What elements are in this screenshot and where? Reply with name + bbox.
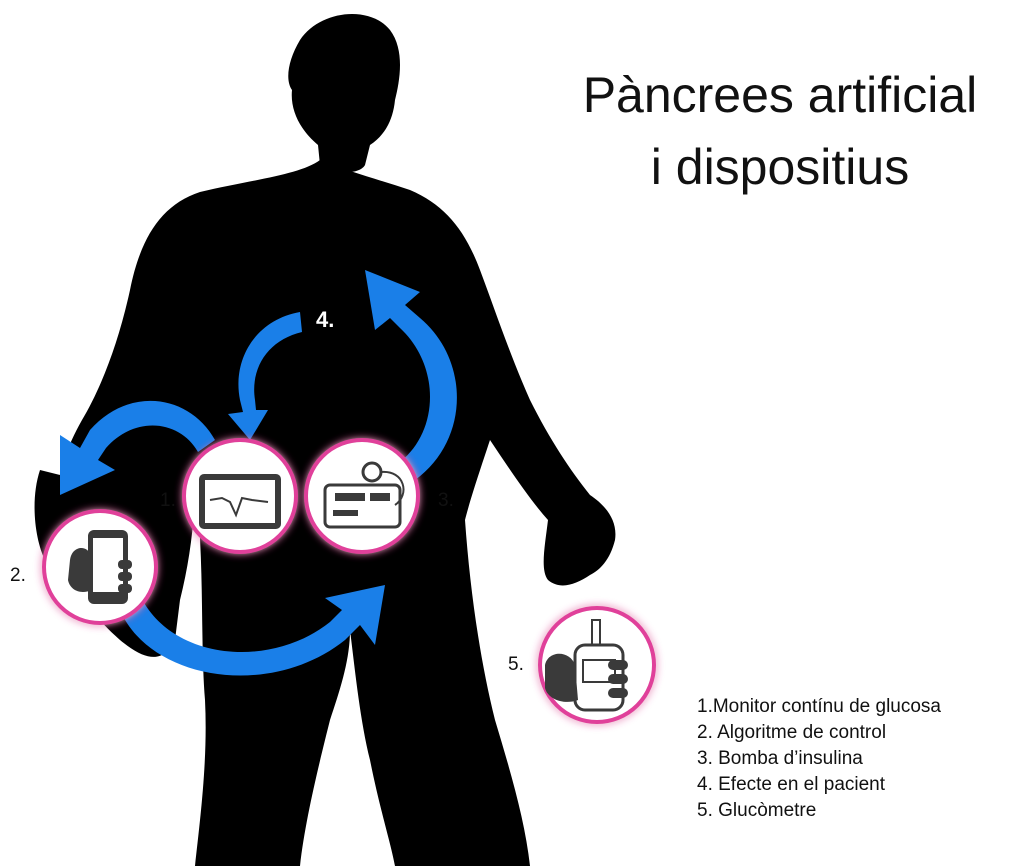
glucose-monitor-icon — [199, 474, 281, 529]
legend-item-5: 5. Glucòmetre — [697, 798, 941, 824]
monitor-circle — [184, 440, 296, 552]
diagram-title-line-2: i dispositius — [540, 138, 1020, 196]
step-number-4: 4. — [316, 307, 334, 333]
legend-item-2: 2. Algoritme de control — [697, 720, 941, 746]
legend: 1.Monitor contínu de glucosa 2. Algoritm… — [697, 694, 941, 824]
diagram-title-line-1: Pàncrees artificial — [540, 66, 1020, 124]
step-number-3: 3. — [438, 490, 454, 512]
glucometer-circle — [540, 608, 654, 722]
step-number-5: 5. — [508, 654, 524, 676]
legend-item-1: 1.Monitor contínu de glucosa — [697, 694, 941, 720]
legend-item-4: 4. Efecte en el pacient — [697, 772, 941, 798]
legend-item-3: 3. Bomba d’insulina — [697, 746, 941, 772]
step-number-2: 2. — [10, 565, 26, 587]
step-number-1: 1. — [160, 490, 176, 512]
algorithm-circle — [44, 511, 156, 623]
pump-circle — [306, 440, 418, 552]
patient-silhouette — [35, 14, 616, 866]
